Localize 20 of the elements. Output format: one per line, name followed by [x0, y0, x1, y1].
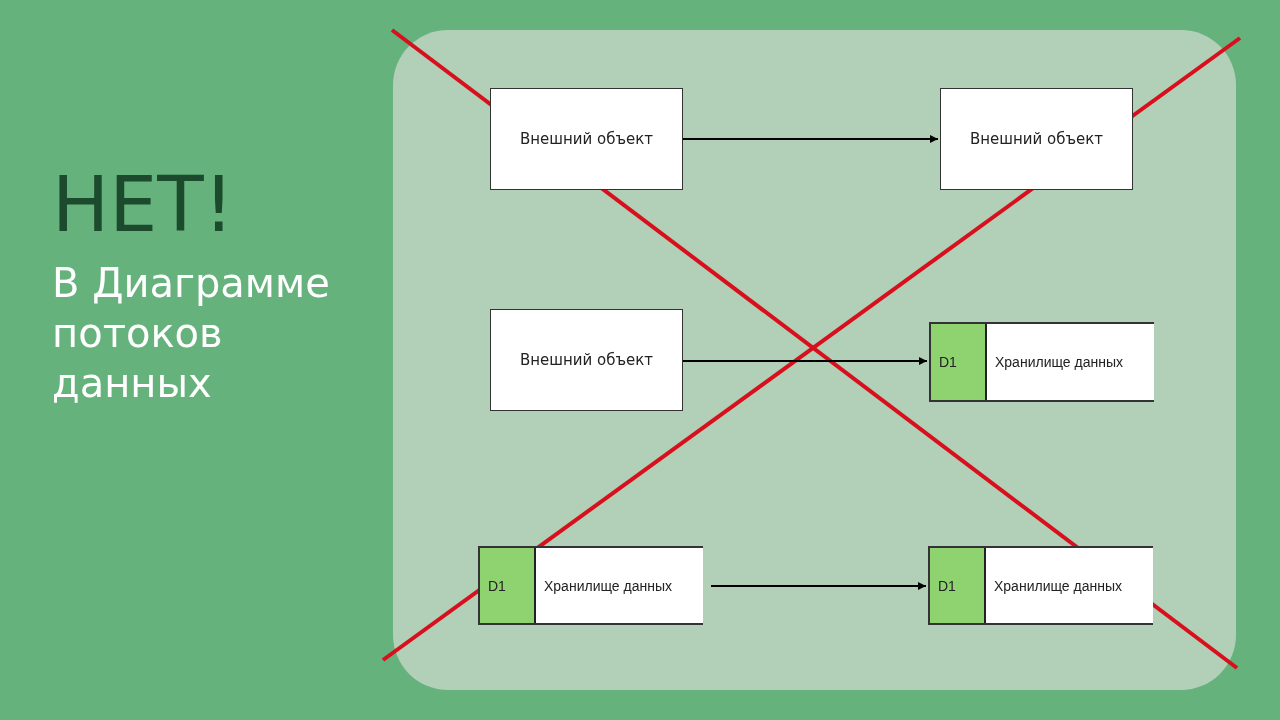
data-store: [478, 546, 703, 625]
external-entity-box: [490, 88, 683, 190]
data-store: [929, 322, 1154, 402]
external-entity-box: [940, 88, 1133, 190]
data-store: [928, 546, 1153, 625]
store-id: D1: [480, 548, 536, 623]
entity-label: Внешний объект: [969, 130, 1104, 148]
store-id: D1: [930, 548, 986, 623]
store-label: Хранилище данных: [543, 577, 672, 594]
store-id: D1: [931, 324, 987, 400]
store-label: Хранилище данных: [994, 354, 1123, 370]
entity-label: Внешний объект: [519, 130, 654, 148]
external-entity-box: [490, 309, 683, 411]
slide-title: НЕТ!: [52, 160, 235, 249]
entity-label: Внешний объект: [519, 351, 654, 369]
arrow: [710, 582, 927, 590]
slide-subtitle: В Диаграмме потоков данных: [52, 259, 331, 408]
arrow: [682, 357, 928, 365]
arrow: [682, 135, 939, 143]
store-label: Хранилище данных: [993, 577, 1122, 594]
